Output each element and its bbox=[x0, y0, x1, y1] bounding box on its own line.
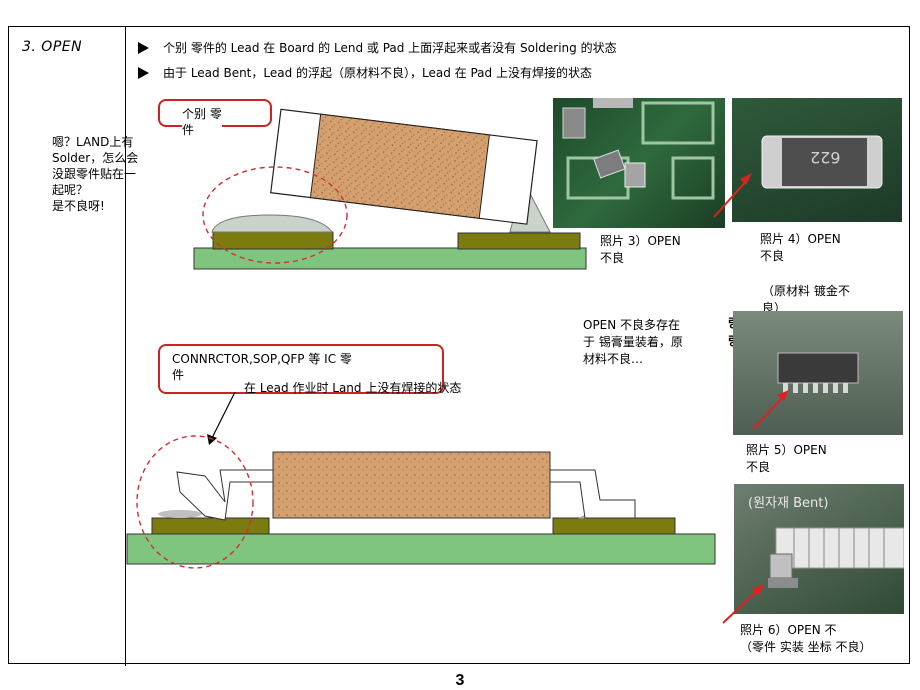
caption-line: 照片 5）OPEN bbox=[746, 443, 827, 457]
callout-line: 件 bbox=[182, 123, 195, 137]
ic-body bbox=[272, 451, 551, 519]
land-pad-right bbox=[457, 232, 581, 250]
page-frame bbox=[8, 26, 910, 664]
solder-left bbox=[211, 214, 333, 233]
photo-6-caption: 照片 6）OPEN 不 （零件 实装 坐标 不良） bbox=[740, 622, 871, 656]
photo-6: (원자재 Bent) bbox=[734, 484, 904, 614]
land-pad-left bbox=[151, 517, 270, 535]
caption-line: 不良 bbox=[746, 460, 771, 474]
triangle-bullet-icon bbox=[138, 67, 149, 79]
callout-bottom bbox=[158, 344, 444, 394]
bullet-2: 由于 Lead Bent，Lead 的浮起（原材料不良），Lead 在 Pad … bbox=[138, 64, 592, 81]
left-note-line: 是不良呀! bbox=[52, 199, 105, 213]
callout-bottom-text: CONNRCTOR,SOP,QFP 等 IC 零 件 bbox=[172, 351, 352, 383]
tilted-chip-component bbox=[270, 108, 538, 225]
callout-top-text: 个别 零 件 bbox=[182, 106, 222, 138]
triangle-bullet-icon bbox=[138, 42, 149, 54]
chip-marking: 622 bbox=[810, 148, 841, 167]
photo-5-caption: 照片 5）OPEN 不良 bbox=[746, 442, 827, 476]
caption-line: 照片 6）OPEN 不 bbox=[740, 623, 837, 637]
pcb-board bbox=[193, 247, 587, 270]
caption-line: 照片 4）OPEN bbox=[760, 232, 841, 246]
section-title: 3. OPEN bbox=[22, 39, 83, 55]
photo-5-image bbox=[752, 352, 859, 430]
photo-4-caption: 照片 4）OPEN 不良 bbox=[760, 231, 841, 265]
note-line: 材料不良… bbox=[583, 352, 644, 366]
column-divider bbox=[125, 26, 126, 666]
note-line: 于 锡膏量装着，原 bbox=[583, 335, 683, 349]
left-note-line: 起呢？ bbox=[52, 183, 89, 197]
highlight-circle bbox=[136, 435, 254, 569]
photo-5 bbox=[733, 311, 903, 435]
open-diagram-top bbox=[193, 108, 587, 270]
highlight-circle bbox=[202, 166, 348, 264]
caption-line: 照片 3）OPEN bbox=[600, 234, 681, 248]
bottom-note: 在 Lead 作业时 Land 上没有焊接的状态 bbox=[244, 381, 462, 395]
photo-3-caption: 照片 3）OPEN 不良 bbox=[600, 233, 681, 267]
callout-line: 件 bbox=[172, 368, 185, 382]
caption-line: 不良 bbox=[760, 249, 785, 263]
pcb-board bbox=[126, 533, 716, 565]
lead-right bbox=[549, 469, 636, 519]
open-diagram-bottom bbox=[126, 392, 716, 569]
photo-6-image bbox=[768, 527, 904, 588]
left-note: 嗯？LAND上有 Solder，怎么会 没跟零件贴在一 起呢？ 是不良呀! bbox=[52, 134, 167, 214]
photo-6-overlay: (원자재 Bent) bbox=[748, 496, 829, 511]
note-line: （原材料 镀金不 bbox=[762, 284, 850, 298]
arrow-photo-4 bbox=[713, 173, 752, 218]
bullet-2-text: 由于 Lead Bent，Lead 的浮起（原材料不良），Lead 在 Pad … bbox=[163, 66, 592, 80]
caption-line: （零件 实装 坐标 不良） bbox=[740, 640, 872, 654]
callout-line: CONNRCTOR,SOP,QFP 等 IC 零 bbox=[172, 352, 352, 366]
left-note-line: 没跟零件贴在一 bbox=[52, 167, 137, 181]
open-note: OPEN 不良多存在 于 锡膏量装着，原 材料不良… bbox=[583, 317, 723, 368]
photo-4: 622 bbox=[732, 98, 902, 222]
left-note-line: 嗯？LAND上有 bbox=[52, 135, 134, 149]
page-number: 3 bbox=[455, 672, 465, 689]
callout-line: 个别 零 bbox=[182, 107, 222, 121]
photo-4-image bbox=[761, 135, 883, 189]
photo-3-image bbox=[562, 98, 715, 200]
solder-left bbox=[158, 510, 202, 518]
bullet-1: 个别 零件的 Lead 在 Board 的 Lend 或 Pad 上面浮起来或者… bbox=[138, 39, 617, 56]
note-line: OPEN 不良多存在 bbox=[583, 318, 681, 332]
bullet-1-text: 个别 零件的 Lead 在 Board 的 Lend 或 Pad 上面浮起来或者… bbox=[163, 41, 617, 55]
land-pad-right bbox=[552, 517, 676, 535]
callout-pointer bbox=[210, 392, 236, 441]
land-pad-left bbox=[212, 231, 334, 250]
left-note-line: Solder，怎么会 bbox=[52, 151, 139, 165]
photo-3 bbox=[553, 98, 725, 228]
arrow-photo-6 bbox=[722, 584, 764, 624]
lifted-lead-left bbox=[176, 469, 274, 521]
caption-line: 不良 bbox=[600, 251, 625, 265]
